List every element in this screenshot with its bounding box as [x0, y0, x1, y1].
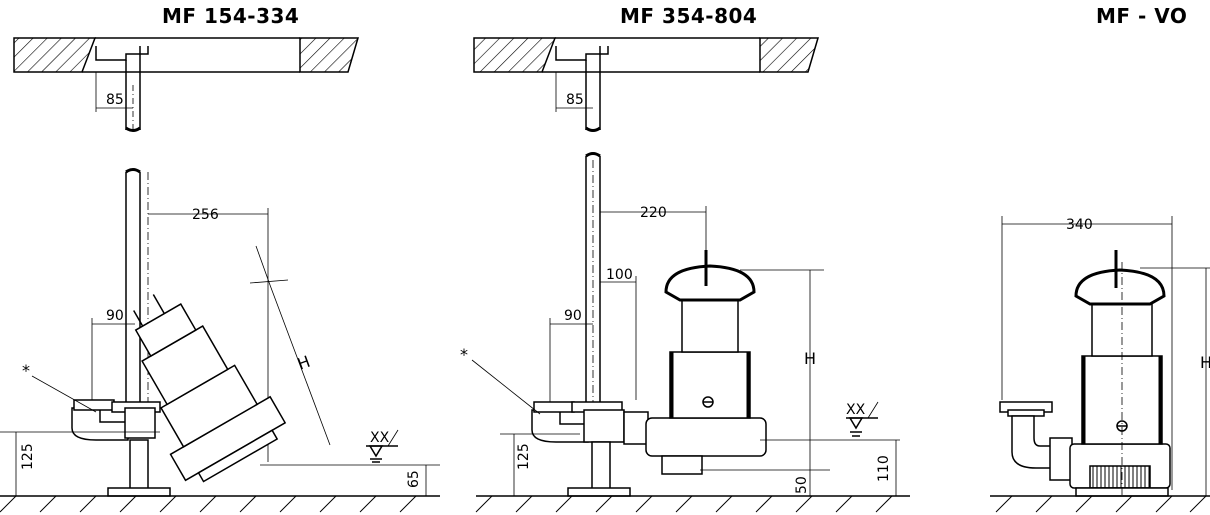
marker-star-2: *	[460, 345, 468, 364]
ceiling-slab-1	[13, 37, 360, 73]
ceiling-slab-2	[473, 37, 820, 73]
dim-90-2: 90	[564, 308, 582, 324]
dim-50: 50	[794, 476, 810, 494]
title-mf-154-334: MF 154-334	[162, 4, 300, 28]
ground-hatch-2	[475, 495, 893, 513]
dim-340: 340	[1066, 217, 1093, 233]
title-mf-354-804: MF 354-804	[620, 4, 758, 28]
ground-hatch-1	[0, 495, 417, 513]
dim-125-2: 125	[516, 443, 532, 470]
dim-90-1: 90	[106, 308, 124, 324]
pump-1-tilted	[133, 294, 287, 483]
marker-star-1: *	[22, 361, 30, 380]
level-marker-2: XX	[846, 402, 866, 418]
ground-hatch-3	[995, 495, 1207, 513]
dim-h-3: H	[1200, 353, 1210, 372]
dim-85-2: 85	[566, 92, 584, 108]
dim-85-1: 85	[106, 92, 124, 108]
dim-110: 110	[876, 455, 892, 482]
dim-256: 256	[192, 207, 219, 223]
pump-2	[623, 250, 767, 475]
title-mf-vo: MF - VO	[1096, 4, 1188, 28]
dim-h-2: H	[804, 349, 816, 368]
level-marker-1: XX	[370, 430, 390, 446]
diagram-mf-354-804	[473, 37, 910, 497]
dim-125-1: 125	[20, 443, 36, 470]
diagram-mf-154-334	[0, 37, 440, 497]
diagram-mf-vo	[990, 216, 1210, 497]
dim-100: 100	[606, 267, 633, 283]
dim-65: 65	[406, 470, 422, 488]
dim-220: 220	[640, 205, 667, 221]
dim-h-1: H	[295, 352, 313, 374]
